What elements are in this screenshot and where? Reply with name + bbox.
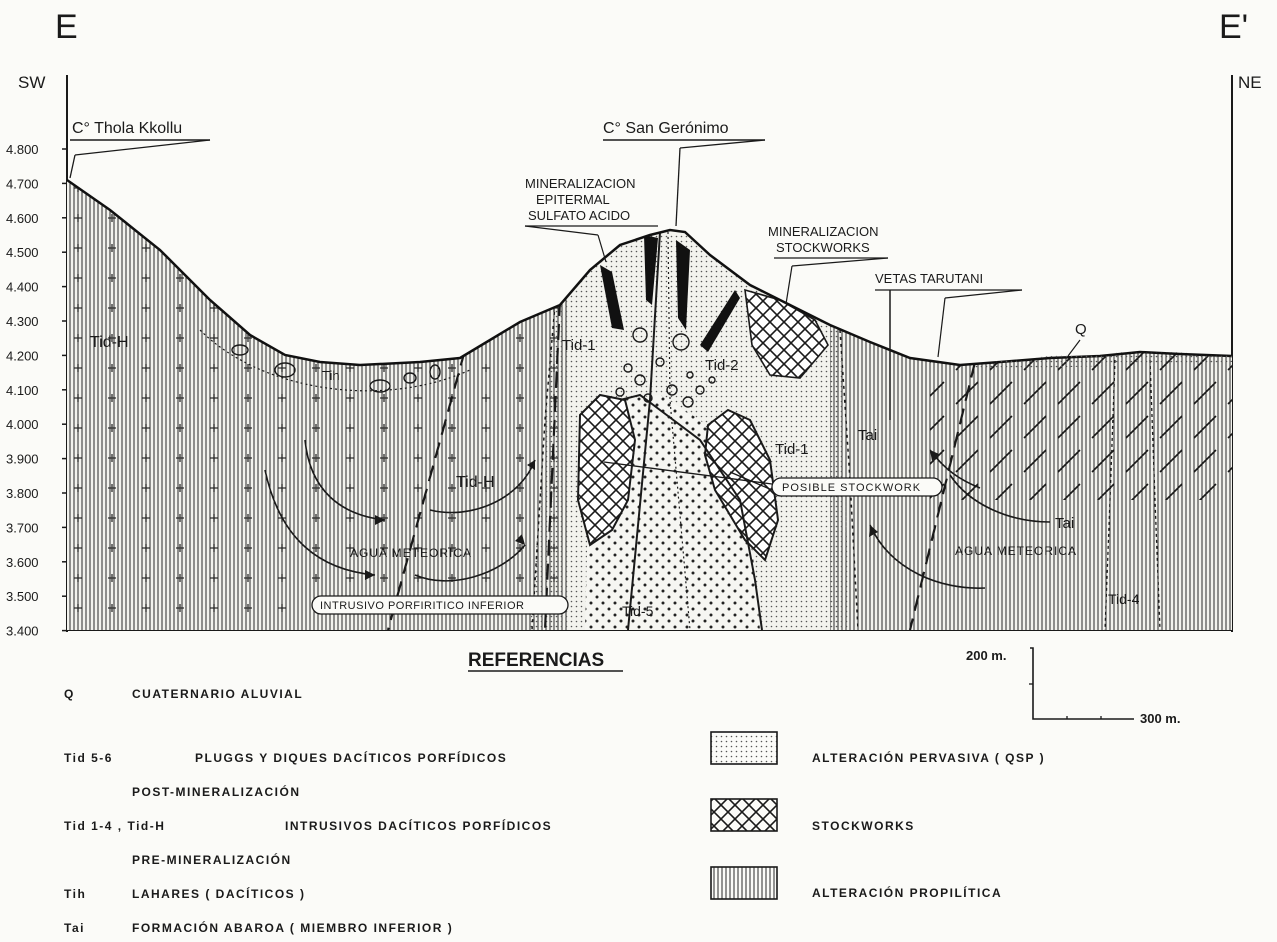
label-agua-meteorica-east: AGUA METEORICA xyxy=(955,544,1077,558)
elevation-tick-label: 4.700 xyxy=(6,176,39,191)
legend-tih-code: Tih xyxy=(64,887,86,901)
unit-tih: Tih xyxy=(322,368,340,383)
legend-tid56-desc1: PLUGGS Y DIQUES DACÍTICOS PORFÍDICOS xyxy=(195,750,507,765)
unit-tai-1: Tai xyxy=(858,427,877,444)
unit-tid5: Tid-5 xyxy=(622,603,654,619)
scale-vertical-label: 200 m. xyxy=(966,648,1006,663)
section-body xyxy=(67,170,1232,630)
legend-swatch-qsp xyxy=(711,732,777,764)
callout-epitermal-line3: SULFATO ACIDO xyxy=(528,208,630,223)
legend-swatch-stockworks xyxy=(711,799,777,831)
peak-san-geronimo: C° San Gerónimo xyxy=(603,120,729,137)
scale-bar xyxy=(1030,648,1134,719)
label-intrusivo-porfiritico: INTRUSIVO PORFIRITICO INFERIOR xyxy=(320,600,524,612)
unit-tid1-west: Tid-1 xyxy=(562,337,596,354)
unit-tid4: Tid-4 xyxy=(1108,591,1140,607)
callout-stockworks-line1: MINERALIZACION xyxy=(768,224,879,239)
elevation-tick-label: 3.700 xyxy=(6,520,39,535)
legend-stockworks-label: STOCKWORKS xyxy=(812,819,915,833)
legend-tih-desc: LAHARES ( DACÍTICOS ) xyxy=(132,886,306,901)
legend-tid14-desc2: PRE-MINERALIZACIÓN xyxy=(132,852,292,867)
legend-tid56-code: Tid 5-6 xyxy=(64,751,113,765)
elevation-axis: 4.800 4.700 4.600 4.500 4.400 4.300 4.200 4.100… xyxy=(6,142,67,639)
legend-tai-code: Tai xyxy=(64,921,85,935)
legend-qsp-label: ALTERACIÓN PERVASIVA ( QSP ) xyxy=(812,750,1045,765)
legend-title: REFERENCIAS xyxy=(468,650,604,671)
legend-tai-desc: FORMACIÓN ABAROA ( MIEMBRO INFERIOR ) xyxy=(132,920,453,935)
elevation-tick-label: 4.600 xyxy=(6,211,39,226)
unit-tidh-west: Tid-H xyxy=(90,334,129,351)
scale-horizontal-label: 300 m. xyxy=(1140,711,1180,726)
section-label-right: E' xyxy=(1219,8,1248,46)
callout-q: Q xyxy=(1075,321,1087,338)
callout-epitermal-line2: EPITERMAL xyxy=(536,192,610,207)
elevation-tick-label: 4.800 xyxy=(6,142,39,157)
legend-propilitica-label: ALTERACIÓN PROPILÍTICA xyxy=(812,885,1002,900)
legend-swatch-propilitica xyxy=(711,867,777,899)
elevation-tick-label: 4.300 xyxy=(6,314,39,329)
elevation-tick-label: 3.900 xyxy=(6,452,39,467)
unit-tid2: Tid-2 xyxy=(705,357,739,374)
callout-vetas-tarutani: VETAS TARUTANI xyxy=(875,271,983,286)
elevation-tick-label: 4.200 xyxy=(6,348,39,363)
unit-tidh-center: Tid-H xyxy=(456,474,495,491)
unit-tid1-east: Tid-1 xyxy=(775,441,809,458)
elevation-tick-label: 3.500 xyxy=(6,589,39,604)
direction-ne: NE xyxy=(1238,73,1262,92)
elevation-tick-label: 4.500 xyxy=(6,245,39,260)
direction-sw: SW xyxy=(18,73,45,92)
legend-tid14-desc1: INTRUSIVOS DACÍTICOS PORFÍDICOS xyxy=(285,818,552,833)
elevation-tick-label: 3.800 xyxy=(6,486,39,501)
legend-q-desc: CUATERNARIO ALUVIAL xyxy=(132,687,303,701)
legend-tid56-desc2: POST-MINERALIZACIÓN xyxy=(132,784,301,799)
unit-tai-2: Tai xyxy=(1055,515,1074,532)
elevation-tick-label: 4.000 xyxy=(6,417,39,432)
callout-stockworks-line2: STOCKWORKS xyxy=(776,240,870,255)
elevation-tick-label: 4.400 xyxy=(6,280,39,295)
label-agua-meteorica-west: AGUA METEORICA xyxy=(350,546,472,560)
callout-epitermal-line1: MINERALIZACION xyxy=(525,176,636,191)
peak-thola-kkollu: C° Thola Kkollu xyxy=(72,120,182,137)
legend-q-code: Q xyxy=(64,687,75,701)
legend-tid14-code: Tid 1-4 , Tid-H xyxy=(64,819,165,833)
label-posible-stockwork: POSIBLE STOCKWORK xyxy=(782,482,921,494)
elevation-tick-label: 3.600 xyxy=(6,555,39,570)
section-label-left: E xyxy=(55,8,78,46)
elevation-tick-label: 4.100 xyxy=(6,383,39,398)
elevation-tick-label: 3.400 xyxy=(6,624,39,639)
